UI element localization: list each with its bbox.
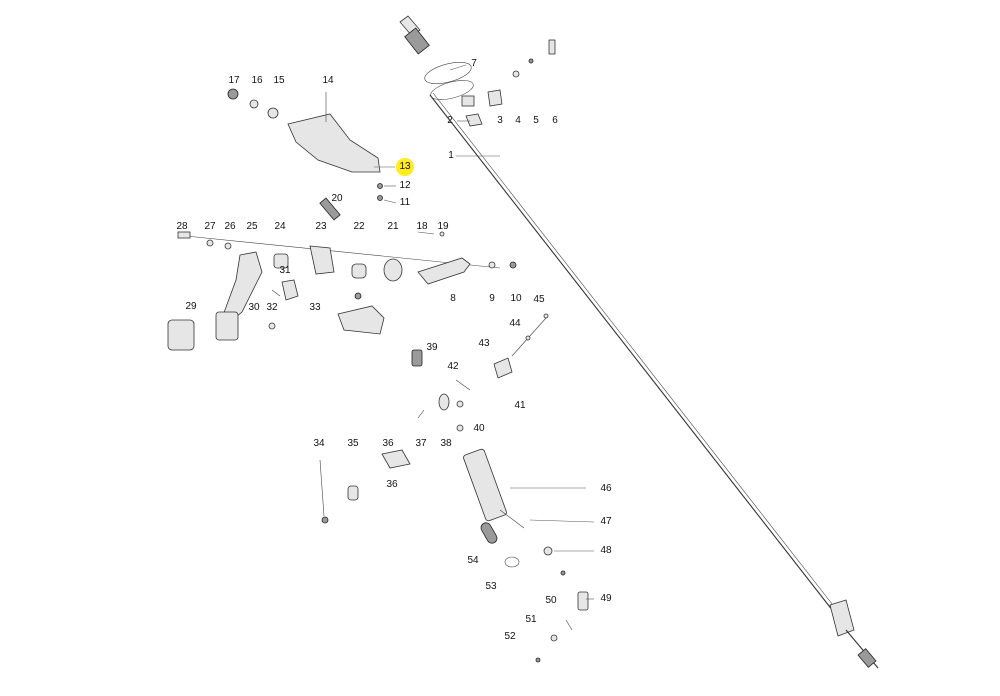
part-label-10[interactable]: 10 [510,293,522,304]
part-label-36-bottom[interactable]: 36 [386,479,398,490]
part-label-46[interactable]: 46 [600,483,612,494]
part-label-23[interactable]: 23 [315,221,327,232]
part-label-8[interactable]: 8 [450,293,456,304]
part-label-38[interactable]: 38 [440,438,452,449]
part-label-34[interactable]: 34 [313,438,325,449]
part-label-16[interactable]: 16 [251,75,263,86]
part-label-54[interactable]: 54 [467,555,479,566]
part-label-5[interactable]: 5 [533,115,539,126]
part-label-28[interactable]: 28 [176,221,188,232]
part-label-53[interactable]: 53 [485,581,497,592]
part-label-11[interactable]: 11 [399,197,411,208]
part-label-18[interactable]: 18 [416,221,428,232]
pedal-bracket [227,88,383,201]
part-label-27[interactable]: 27 [204,221,216,232]
part-label-45[interactable]: 45 [533,294,545,305]
part-label-17[interactable]: 17 [228,75,240,86]
part-label-26[interactable]: 26 [224,221,236,232]
part-label-40[interactable]: 40 [473,423,485,434]
part-label-4[interactable]: 4 [515,115,521,126]
part-label-21[interactable]: 21 [387,221,399,232]
part-label-37[interactable]: 37 [415,438,427,449]
part-label-22[interactable]: 22 [353,221,365,232]
part-label-47[interactable]: 47 [600,516,612,527]
part-label-39[interactable]: 39 [426,342,438,353]
part-label-50[interactable]: 50 [545,595,557,606]
part-label-43[interactable]: 43 [478,338,490,349]
part-label-7[interactable]: 7 [471,58,477,69]
part-label-24[interactable]: 24 [274,221,286,232]
part-label-19[interactable]: 19 [437,221,449,232]
part-label-3[interactable]: 3 [497,115,503,126]
part-label-32[interactable]: 32 [266,302,278,313]
cable-assembly [399,15,879,669]
part-label-14[interactable]: 14 [322,75,334,86]
part-label-20[interactable]: 20 [331,193,343,204]
pedal-assembly [167,231,517,351]
part-label-30[interactable]: 30 [248,302,260,313]
part-label-33[interactable]: 33 [309,302,321,313]
part-label-15[interactable]: 15 [273,75,285,86]
part-label-48[interactable]: 48 [600,545,612,556]
part-label-44[interactable]: 44 [509,318,521,329]
part-label-13-highlighted[interactable]: 13 [396,158,414,176]
leader-lines [374,64,595,600]
spring [319,197,341,221]
part-label-29[interactable]: 29 [185,301,197,312]
part-label-6[interactable]: 6 [552,115,558,126]
part-label-41[interactable]: 41 [514,400,526,411]
part-label-42[interactable]: 42 [447,361,459,372]
part-label-52[interactable]: 52 [504,631,516,642]
part-label-31[interactable]: 31 [279,265,291,276]
rod-assembly [411,313,589,663]
part-label-51[interactable]: 51 [525,614,537,625]
part-label-12[interactable]: 12 [399,180,411,191]
part-label-25[interactable]: 25 [246,221,258,232]
part-label-36-top[interactable]: 36 [382,438,394,449]
part-label-35[interactable]: 35 [347,438,359,449]
part-label-49[interactable]: 49 [600,593,612,604]
lower-left-parts [319,409,425,524]
part-label-2[interactable]: 2 [447,115,453,126]
part-label-1[interactable]: 1 [448,150,454,161]
part-label-9[interactable]: 9 [489,293,495,304]
